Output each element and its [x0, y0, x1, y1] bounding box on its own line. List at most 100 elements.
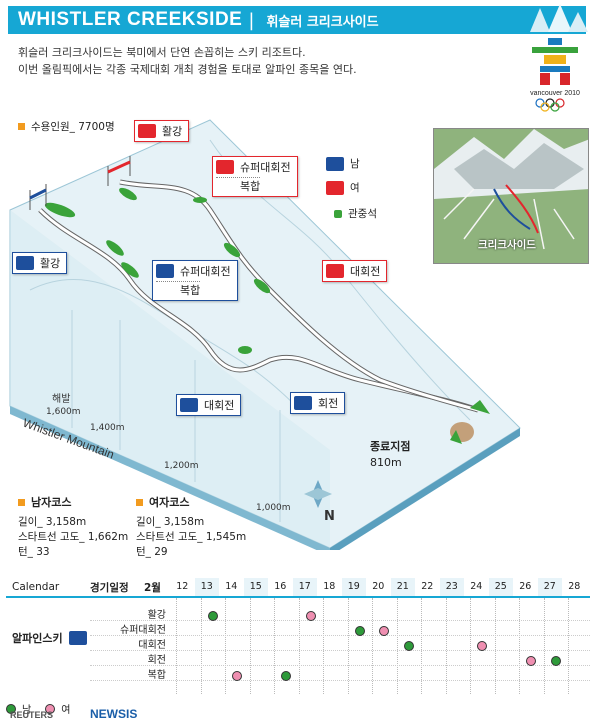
day-23: 23 [439, 578, 464, 596]
intro-line-2: 이번 올림픽에서는 각종 국제대회 개최 경험을 토대로 알파인 종목을 연다. [18, 63, 357, 76]
day-column [323, 598, 324, 694]
slope-map: 해발 1,600m 1,400m 1,200m 1,000m Whistler … [9, 119, 521, 550]
capacity-bullet-icon [18, 123, 25, 130]
day-25: 25 [488, 578, 513, 596]
skier-men-icon [180, 398, 198, 412]
sport-name: 알파인스키 [12, 630, 87, 646]
elevation-1200: 1,200m [164, 461, 199, 471]
day-20: 20 [372, 581, 385, 592]
slope-edge [10, 406, 330, 550]
men-course-inner [38, 208, 479, 412]
event-row-line [90, 665, 590, 666]
day-column [249, 598, 251, 694]
start-flag-men [29, 184, 47, 210]
intro-line-1: 휘슬러 크리크사이드는 북미에서 단연 손꼽히는 스키 리조트다. [18, 46, 306, 59]
calendar-sublabel: 경기일정 [90, 581, 129, 594]
day-18: 18 [323, 581, 336, 592]
label-supercombi-women: 슈퍼대회전 복합 [212, 156, 298, 197]
day-column [372, 598, 373, 694]
day-21: 21 [390, 578, 415, 596]
vancouver-2010-logo: vancouver 2010 [526, 36, 584, 112]
label-supercombi-men: 슈퍼대회전 복합 [152, 260, 238, 301]
day-column [225, 598, 226, 694]
snow-trees-icon [530, 4, 588, 32]
footer: 남 여 [6, 701, 70, 716]
mountain-photo [434, 129, 588, 263]
men-event-dot [207, 611, 218, 621]
title-bar: WHISTLER CREEKSIDE | 휘슬러 크리크사이드 [8, 6, 586, 34]
calendar-month: 2월 [144, 581, 161, 594]
skier-men-icon [326, 156, 344, 171]
elevation-1400: 1,400m [90, 423, 125, 433]
day-column [543, 598, 545, 694]
elevation-lines [71, 310, 281, 522]
day-column [176, 598, 177, 694]
legend-cal-women: 여 [45, 701, 70, 716]
compass-icon [304, 480, 332, 508]
legend-stands: 관중석 [334, 206, 377, 221]
day-column [445, 598, 447, 694]
event-row-line [90, 620, 590, 621]
label-slalom: 회전 [290, 392, 346, 414]
skier-women-icon [216, 160, 234, 174]
day-24: 24 [470, 581, 483, 592]
event-label: 활강 [147, 610, 166, 621]
men-event-dot [403, 641, 414, 651]
slope-wall [10, 210, 330, 548]
calendar-label: Calendar [12, 581, 60, 593]
skier-men-icon [294, 396, 312, 410]
women-event-dot [379, 626, 390, 636]
logo-text: vancouver 2010 [530, 90, 580, 97]
men-event-dot [550, 656, 561, 666]
event-label: 대회전 [138, 640, 166, 651]
olympic-rings-icon [535, 98, 565, 112]
inset-label: 크리크사이드 [478, 239, 536, 251]
women-course-bullet-icon [136, 499, 143, 506]
day-column [347, 598, 349, 694]
title-en: WHISTLER CREEKSIDE [18, 9, 243, 30]
reuters-logo: REUTERS [10, 710, 54, 720]
finish-area [450, 400, 490, 444]
day-column [568, 598, 569, 694]
slope-side [330, 428, 520, 550]
skier-men-icon [156, 264, 174, 278]
women-event-dot [232, 671, 243, 681]
course-women: 여자코스 길이_ 3,158m 스타트선 고도_ 1,545m 턴_ 29 [136, 496, 247, 558]
compass-n: N [324, 509, 335, 524]
women-dot-icon [45, 703, 56, 714]
day-17: 17 [292, 578, 317, 596]
label-downhill-men: 활강 [12, 252, 68, 274]
event-row-line [90, 635, 590, 636]
day-column [274, 598, 275, 694]
day-column [519, 598, 520, 694]
legend-women: 여 [326, 180, 360, 195]
calendar-rule [6, 596, 590, 598]
alpine-ski-icon [68, 631, 87, 645]
women-event-dot [477, 641, 488, 651]
day-14: 14 [225, 581, 238, 592]
course-men: 남자코스 길이_ 3,158m 스타트선 고도_ 1,662m 턴_ 33 [18, 496, 129, 558]
elevation-1600: 1,600m [46, 407, 81, 417]
stands [44, 187, 271, 354]
men-event-dot [354, 626, 365, 636]
women-course-inner [119, 180, 479, 412]
capacity-label: 수용인원_ 7700명 [31, 121, 115, 133]
men-dot-icon [6, 703, 16, 714]
day-column [298, 598, 300, 694]
inukshuk-icon [532, 38, 578, 85]
event-label: 회전 [147, 655, 166, 666]
day-15: 15 [243, 578, 268, 596]
event-row-line [90, 680, 590, 681]
skier-women-icon [326, 264, 344, 278]
event-label: 슈퍼대회전 [120, 625, 166, 636]
elevation-title: 해발 [52, 392, 70, 405]
label-downhill-women: 활강 [134, 120, 190, 142]
newsis-logo: NEWSIS [90, 707, 138, 721]
legend-men: 남 [326, 156, 360, 171]
women-event-dot [526, 656, 537, 666]
day-16: 16 [274, 581, 287, 592]
